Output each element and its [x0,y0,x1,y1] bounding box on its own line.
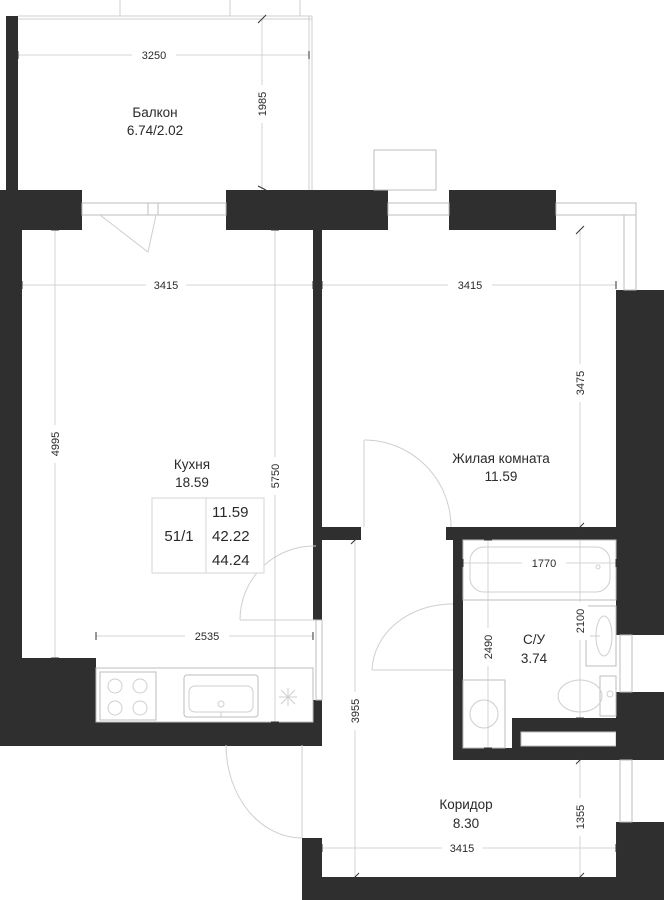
living-area-value: 11.59 [212,504,248,521]
washbasin-icon [585,605,617,667]
dim-living-depth: 3475 [575,371,587,395]
corridor-area: 8.30 [453,816,479,831]
wall-top-middle [226,190,388,230]
balcony-area [6,0,313,190]
dim-kitchen-width: 3415 [154,280,178,292]
total-area-with-balcony-value: 44.24 [212,552,250,569]
room-labels: Балкон 6.74/2.02 Кухня 18.59 Жилая комна… [127,105,550,831]
window-sill [373,149,437,191]
balcony-left-wall [6,16,18,190]
dim-balcony-depth: 1985 [257,92,269,116]
living-room-area: 11.59 [485,469,518,484]
living-window [387,202,450,216]
balcony-area-label: 6.74/2.02 [127,123,183,138]
bath-door-swing [371,603,454,671]
wall-top-right [449,190,556,230]
wall-bottom [302,877,664,900]
corridor-window [619,759,633,823]
ventilation-shaft [520,731,617,747]
dim-kitchen-full-depth: 5750 [270,464,282,488]
dim-bath-depth: 2490 [483,635,495,659]
wall-corridor-top-left [313,527,361,540]
stove-icon [99,671,157,721]
sink-icon [183,674,259,718]
wall-left [0,190,22,660]
kitchen-name: Кухня [174,457,210,472]
walls [0,190,664,900]
dim-corridor-lower: 1355 [575,805,587,829]
dim-corridor-depth: 3955 [350,699,362,723]
total-area-value: 42.22 [212,528,250,545]
dim-living-width: 3415 [458,280,482,292]
kitchen-area-label: 18.59 [175,475,209,490]
dim-kitchen-lower-width: 2535 [195,631,219,643]
wall-bath-left [453,527,463,759]
corner-window-top [555,202,637,216]
dim-balcony-width: 3250 [142,50,166,62]
kitchen-fixtures [95,667,314,723]
wall-bath-top [446,527,620,540]
windows [81,149,637,823]
balcony-door-swing [99,214,157,253]
dim-bath-width: 1770 [532,558,556,570]
dim-kitchen-depth: 4995 [50,432,62,456]
wall-kitchen-living [313,228,322,530]
washing-machine-icon [462,679,506,749]
wall-left-lower [0,658,96,724]
apartment-number: 51/1 [164,528,193,545]
wall-corridor-left-lower [313,700,322,745]
wall-corridor-left [313,540,322,620]
wall-kitchen-bottom [0,722,322,746]
wall-right-middle [616,692,664,760]
living-room-name: Жилая комната [452,451,550,466]
corner-window-side [623,214,637,291]
bathroom-name: С/У [523,632,546,647]
bathroom-area: 3.74 [521,651,548,666]
bath-window [619,634,633,693]
living-door-swing [363,439,452,528]
dim-corridor-width: 3415 [450,843,474,855]
corridor-opening [315,619,323,701]
gas-pipe-icon [279,688,297,706]
dim-bath-depth-inner: 2100 [575,609,587,633]
toilet-icon [557,675,617,717]
entrance-door-swing [225,744,303,839]
doors [99,214,454,839]
dimension-labels: 3250 1985 3415 3415 4995 5750 3475 2535 … [47,47,588,856]
corridor-name: Коридор [439,797,492,812]
balcony-name: Балкон [132,105,177,120]
apartment-info-box: 51/1 11.59 42.22 44.24 [151,497,265,574]
wall-right-upper [616,290,664,635]
